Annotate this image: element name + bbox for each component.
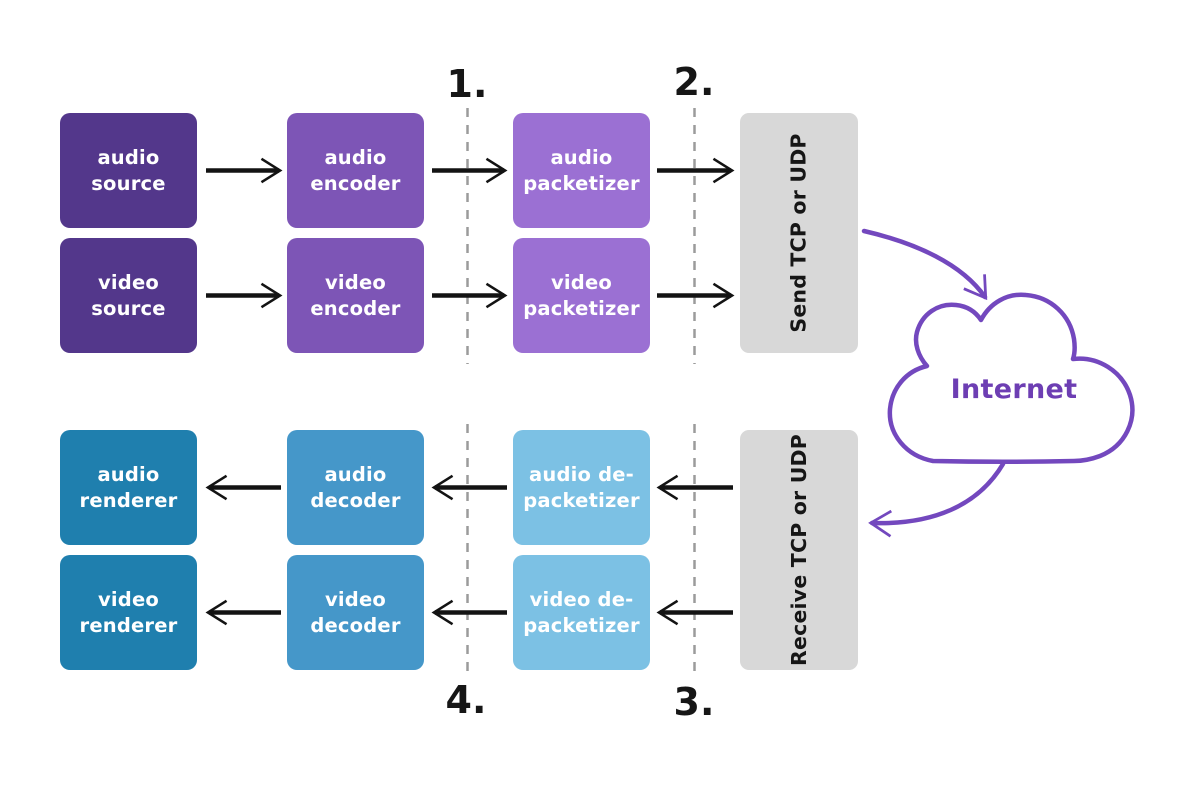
box-label-line: renderer — [79, 613, 178, 637]
box-video-source: video source — [60, 238, 197, 353]
box-audio-renderer: audio renderer — [60, 430, 197, 545]
box-label-line: source — [91, 296, 166, 320]
box-label-line: audio de- — [529, 463, 634, 487]
box-label-line: decoder — [310, 613, 401, 637]
box-label-line: packetizer — [523, 296, 640, 320]
send-transport-label: Send TCP or UDP — [787, 133, 812, 333]
box-video-depacketizer: video de- packetizer — [513, 555, 650, 670]
box-label-line: packetizer — [523, 488, 640, 512]
stage-marker-3: 3. — [673, 680, 715, 724]
box-label-line: packetizer — [523, 171, 640, 195]
arrow-send-to-internet — [861, 228, 988, 297]
stage-marker-1: 1. — [446, 62, 488, 106]
arrow-internet-to-receive — [872, 461, 1006, 523]
box-label-line: audio — [97, 146, 160, 170]
box-audio-depacketizer: audio de- packetizer — [513, 430, 650, 545]
send-transport-box: Send TCP or UDP — [740, 113, 858, 353]
box-label-line: video de- — [529, 588, 634, 612]
box-video-packetizer: video packetizer — [513, 238, 650, 353]
box-label-line: renderer — [79, 488, 178, 512]
box-audio-encoder: audio encoder — [287, 113, 424, 228]
box-label-line: video — [98, 271, 159, 295]
box-label-line: audio — [324, 146, 387, 170]
box-label-line: video — [551, 271, 612, 295]
box-audio-source: audio source — [60, 113, 197, 228]
box-video-encoder: video encoder — [287, 238, 424, 353]
box-label-line: audio — [550, 146, 613, 170]
box-label-line: video — [325, 588, 386, 612]
receive-transport-box: Receive TCP or UDP — [740, 430, 858, 670]
box-label-line: encoder — [310, 296, 401, 320]
internet-label: Internet — [950, 374, 1078, 405]
box-label-line: source — [91, 171, 166, 195]
stage-marker-4: 4. — [445, 678, 487, 722]
receive-transport-label: Receive TCP or UDP — [787, 434, 812, 666]
stage-marker-2: 2. — [673, 60, 715, 104]
box-label-line: audio — [324, 463, 387, 487]
box-audio-packetizer: audio packetizer — [513, 113, 650, 228]
box-video-decoder: video decoder — [287, 555, 424, 670]
box-label-line: encoder — [310, 171, 401, 195]
box-label-line: audio — [97, 463, 160, 487]
box-label-line: decoder — [310, 488, 401, 512]
box-audio-decoder: audio decoder — [287, 430, 424, 545]
box-label-line: video — [98, 588, 159, 612]
box-video-renderer: video renderer — [60, 555, 197, 670]
box-label-line: packetizer — [523, 613, 640, 637]
box-label-line: video — [325, 271, 386, 295]
